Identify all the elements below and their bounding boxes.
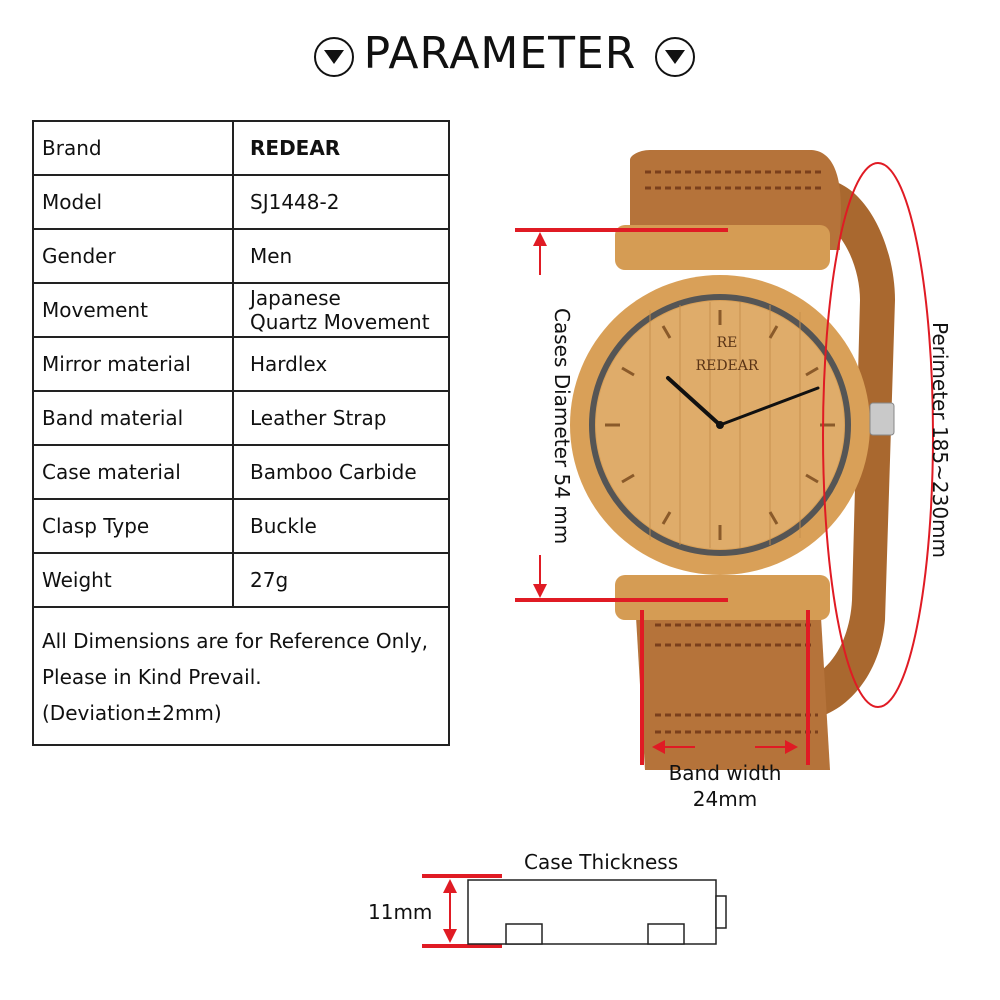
spec-value-line: Japanese [250, 286, 341, 310]
table-row: Movement Japanese Quartz Movement [32, 282, 450, 338]
spec-label: Brand [32, 120, 234, 176]
table-row: Mirror material Hardlex [32, 336, 450, 392]
table-row: Weight 27g [32, 552, 450, 608]
page-title: PARAMETER [363, 28, 637, 79]
spec-label: Model [32, 174, 234, 230]
spec-label: Band material [32, 390, 234, 446]
dial-logo: RE [717, 335, 738, 351]
bottom-strap [635, 600, 830, 770]
band-width-label: Band width 24mm [640, 760, 810, 812]
note-line: (Deviation±2mm) [42, 701, 222, 725]
spec-table: Brand REDEAR Model SJ1448-2 Gender Men M… [32, 120, 450, 746]
spec-value: Bamboo Carbide [232, 444, 450, 500]
case-thickness-value: 11mm [368, 900, 433, 924]
spec-value-brand: REDEAR [232, 120, 450, 176]
table-row: Clasp Type Buckle [32, 498, 450, 554]
table-row: Band material Leather Strap [32, 390, 450, 446]
triangle-down-icon [655, 37, 695, 77]
note-line: Please in Kind Prevail. [42, 665, 262, 689]
table-row: Brand REDEAR [32, 120, 450, 176]
band-width-value: 24mm [692, 787, 758, 811]
table-row-note: All Dimensions are for Reference Only, P… [32, 606, 450, 746]
table-row: Case material Bamboo Carbide [32, 444, 450, 500]
spec-value: Men [232, 228, 450, 284]
perimeter-ellipse [822, 162, 934, 708]
spec-label: Mirror material [32, 336, 234, 392]
case-thickness-diagram [422, 874, 727, 948]
perimeter-label: Perimeter 185~230mm [928, 322, 952, 559]
spec-value: Buckle [232, 498, 450, 554]
dial-brand: REDEAR [696, 358, 759, 374]
table-row: Model SJ1448-2 [32, 174, 450, 230]
top-lug [615, 225, 830, 270]
spec-value-movement: Japanese Quartz Movement [232, 282, 450, 338]
lug-profile [647, 923, 685, 945]
band-width-text: Band width [668, 761, 782, 785]
spec-label: Clasp Type [32, 498, 234, 554]
spec-value: SJ1448-2 [232, 174, 450, 230]
triangle-down-icon [314, 37, 354, 77]
case-thickness-title: Case Thickness [524, 850, 679, 874]
spec-value: 27g [232, 552, 450, 608]
hour-hand [666, 376, 722, 427]
watch-illustration: RE REDEAR [515, 150, 934, 770]
spec-value: Hardlex [232, 336, 450, 392]
spec-label: Movement [32, 282, 234, 338]
spec-value-line: Quartz Movement [250, 310, 430, 334]
spec-label: Weight [32, 552, 234, 608]
header: PARAMETER [0, 0, 1000, 110]
minute-hand [718, 386, 820, 427]
lug-profile [505, 923, 543, 945]
dimensions-note: All Dimensions are for Reference Only, P… [32, 606, 450, 746]
watch-crown [869, 402, 895, 436]
note-line: All Dimensions are for Reference Only, [42, 629, 429, 653]
table-row: Gender Men [32, 228, 450, 284]
back-strap [800, 180, 895, 720]
crown-profile [715, 895, 727, 929]
spec-value: Leather Strap [232, 390, 450, 446]
case-diameter-label: Cases Diameter 54 mm [550, 308, 574, 545]
hand-pivot [716, 421, 724, 429]
spec-label: Case material [32, 444, 234, 500]
bottom-lug [615, 575, 830, 620]
spec-label: Gender [32, 228, 234, 284]
watch-bezel [589, 294, 851, 556]
